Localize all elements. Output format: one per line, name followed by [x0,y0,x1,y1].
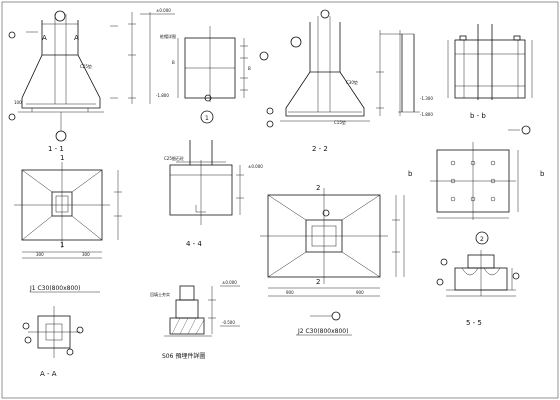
svg-text:300: 300 [82,252,90,257]
section-label-5-5: 5 - 5 [466,319,482,327]
bubble-2-label: 2 [480,236,484,243]
rebar-marker [259,51,269,61]
footing-plan-j1: 300 300 [14,162,122,259]
letter-b-label: b [408,170,413,178]
footing-elevation-2-2: C30垫 C15垫 [280,16,401,125]
svg-text:C15垫: C15垫 [334,119,346,125]
section-number-1: 1 [60,154,64,162]
column-elevation: -1.300 -1.800 [380,33,433,117]
callout-bubble [320,9,330,19]
svg-text:回填土夯实: 回填土夯实 [150,291,170,297]
svg-text:-1.800: -1.800 [420,112,433,117]
rebar-marker [8,31,16,39]
svg-text:B: B [172,60,175,65]
detail-b-b [447,24,533,100]
anchor-plate-plan [430,129,520,220]
rebar-marker [8,113,16,121]
svg-text:±0.000: ±0.000 [156,8,171,13]
letter-a-label: A [74,34,79,42]
svg-text:900: 900 [356,290,364,295]
bubble-1-label: 1 [205,115,209,122]
section-label-a-a: A - A [40,370,57,378]
bubble-1: 1 [200,110,214,124]
svg-text:C25细石砼: C25细石砼 [164,155,184,161]
pier-detail: 桩帽详图 B B [160,26,251,102]
rebar-marker [512,272,520,280]
svg-text:-0.500: -0.500 [222,320,235,325]
letter-b-label: b [540,170,545,178]
section-label-b-b: b - b [470,112,486,120]
rebar-marker [322,209,330,217]
section-number-1: 1 [60,241,64,249]
rebar-marker [436,278,444,286]
callout-bubble [26,10,66,33]
detail-4-4: C25细石砼 ±0.000 [164,140,263,225]
section-number-2: 2 [316,278,320,286]
detail-bubble [331,311,341,321]
svg-text:B: B [248,66,251,71]
rebar-marker [521,125,531,135]
rebar-marker [266,120,274,128]
svg-text:±0.000: ±0.000 [248,164,263,169]
section-number-2: 2 [316,184,320,192]
plan-a-a [22,306,84,358]
footing-elevation-1-1: ±0.000 -1.800 C25垫 100 [14,8,175,113]
step-footing-section: 回填土夯实 ±0.000 -0.500 [150,280,240,337]
section-label-1-1: 1 - 1 [48,145,64,153]
letter-a-label: A [42,34,47,42]
svg-text:-1.800: -1.800 [156,93,169,98]
section-label-2-2: 2 - 2 [312,145,328,153]
svg-text:900: 900 [286,290,294,295]
section-label-4-4: 4 - 4 [186,240,202,248]
rebar-marker [204,94,212,102]
rebar-marker [440,258,448,266]
svg-text:C25垫: C25垫 [80,63,92,69]
bubble-2: 2 [475,231,489,245]
svg-text:300: 300 [36,252,44,257]
caption-j1: J1 C30(800x800) [29,285,80,292]
svg-text:C30垫: C30垫 [346,79,358,85]
caption-step: S06 預埋件詳圖 [162,352,205,360]
footing-plan-j2: 900 900 [260,188,405,297]
callout-bubble [290,36,302,48]
caption-j2: J2 C30(800x800) [297,328,348,335]
detail-bubble [55,130,67,142]
detail-5-5 [446,250,516,297]
svg-text:-1.300: -1.300 [420,96,433,101]
svg-text:桩帽详图: 桩帽详图 [160,33,176,39]
rebar-marker [266,107,274,115]
svg-text:±0.000: ±0.000 [222,280,237,285]
svg-text:100: 100 [14,100,22,105]
